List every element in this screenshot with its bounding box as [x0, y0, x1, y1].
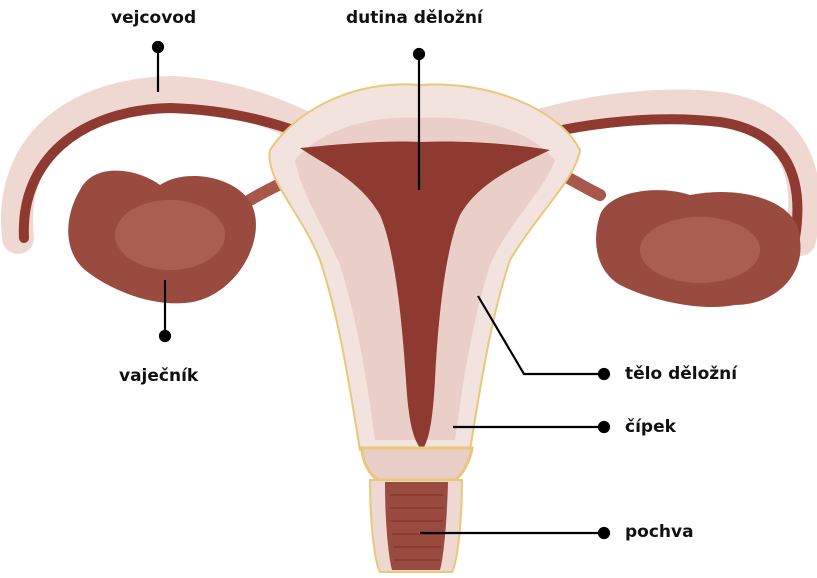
left-ovary-highlight: [115, 200, 225, 270]
label-uterine-cavity: dutina děložní: [346, 8, 483, 28]
right-ovary-highlight: [640, 217, 760, 283]
cervix: [362, 448, 472, 480]
label-fallopian-tube: vejcovod: [111, 8, 196, 28]
label-cervix: čípek: [625, 417, 676, 437]
label-vagina: pochva: [625, 522, 694, 542]
label-uterine-body: tělo děložní: [625, 364, 737, 384]
label-ovary: vaječník: [119, 366, 198, 386]
